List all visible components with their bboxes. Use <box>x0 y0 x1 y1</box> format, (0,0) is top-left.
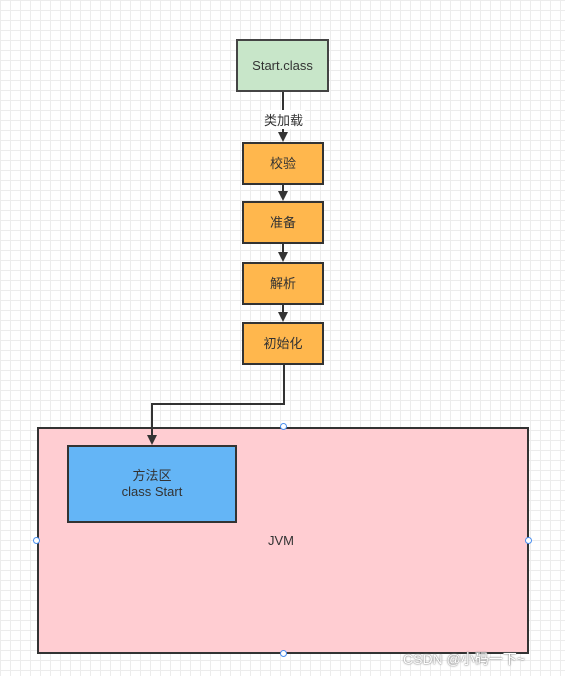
verify-step-node[interactable]: 校验 <box>242 142 324 185</box>
class-loading-label: 类加载 <box>262 110 306 129</box>
method-area-content: class Start <box>121 484 183 499</box>
jvm-label: JVM <box>268 533 294 548</box>
edge-init-to-method-area[interactable] <box>147 365 285 445</box>
start-class-node[interactable]: Start.class <box>236 39 329 92</box>
prepare-step-label: 准备 <box>269 214 296 230</box>
method-area-node[interactable]: 方法区 class Start <box>67 445 237 523</box>
resolve-step-label: 解析 <box>269 275 296 291</box>
verify-step-label: 校验 <box>269 155 296 171</box>
method-area-title: 方法区 <box>132 468 172 483</box>
selection-handle-left[interactable] <box>33 537 40 544</box>
csdn-watermark: CSDN @小码一下~ <box>403 651 525 667</box>
selection-handle-top[interactable] <box>280 423 287 430</box>
resolve-step-node[interactable]: 解析 <box>242 262 324 305</box>
selection-handle-bottom[interactable] <box>280 650 287 657</box>
selection-handle-right[interactable] <box>525 537 532 544</box>
start-class-label: Start.class <box>252 57 313 73</box>
init-step-label: 初始化 <box>263 335 303 351</box>
init-step-node[interactable]: 初始化 <box>242 322 324 365</box>
prepare-step-node[interactable]: 准备 <box>242 201 324 244</box>
